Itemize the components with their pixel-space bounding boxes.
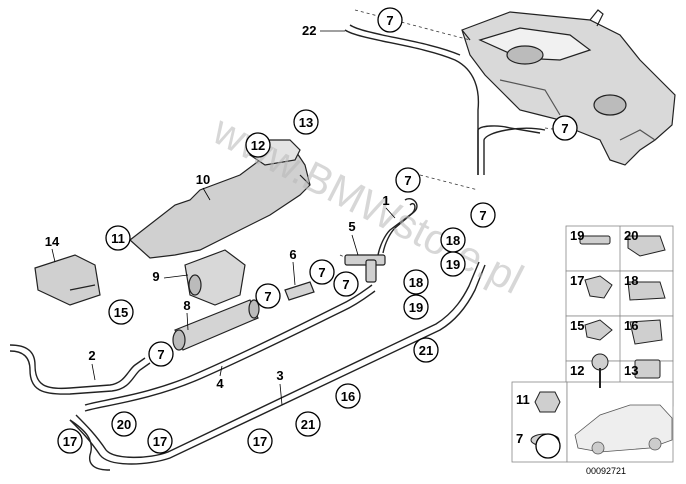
label-7-a: 7: [386, 13, 393, 28]
t-piece: [344, 254, 386, 283]
hose-17: [69, 419, 111, 471]
hose-6: [284, 281, 315, 301]
grid-label-7: 7: [516, 431, 523, 446]
pipe-2: [9, 344, 151, 395]
label-21-a: 21: [419, 343, 433, 358]
label-19-a: 19: [446, 257, 460, 272]
label-18-a: 18: [446, 233, 460, 248]
label-7-g: 7: [264, 289, 271, 304]
filter-housing: [184, 249, 246, 306]
pipe-1: [377, 198, 418, 256]
label-21-b: 21: [301, 417, 315, 432]
label-2: 2: [88, 348, 95, 363]
label-16: 16: [341, 389, 355, 404]
label-3: 3: [276, 368, 283, 383]
fuel-tank: [461, 9, 676, 166]
pipe-3: [69, 261, 486, 465]
label-13: 13: [299, 115, 313, 130]
label-4: 4: [216, 376, 224, 391]
label-7-e: 7: [318, 265, 325, 280]
grid-label-18: 18: [624, 273, 638, 288]
label-15: 15: [114, 305, 128, 320]
label-14: 14: [45, 234, 60, 249]
bracket: [34, 254, 101, 306]
label-7-h: 7: [157, 347, 164, 362]
label-7-b: 7: [561, 121, 568, 136]
label-leaders: [51, 30, 396, 406]
grid-label-15: 15: [570, 318, 584, 333]
label-12: 12: [251, 138, 265, 153]
label-11: 11: [111, 231, 125, 246]
grid-label-19: 19: [570, 228, 584, 243]
car-icon: [574, 404, 673, 455]
grid-label-16: 16: [624, 318, 638, 333]
label-20: 20: [117, 417, 131, 432]
reference-code: 00092721: [586, 466, 626, 476]
grid-label-13: 13: [624, 363, 638, 378]
grid-label-20: 20: [624, 228, 638, 243]
label-7-c: 7: [404, 173, 411, 188]
label-17-b: 17: [153, 434, 167, 449]
label-6: 6: [289, 247, 296, 262]
label-18-b: 18: [409, 275, 423, 290]
label-22: 22: [302, 23, 316, 38]
label-8: 8: [183, 298, 190, 313]
callouts: [57, 7, 578, 459]
label-7-f: 7: [342, 277, 349, 292]
hose-8: [172, 299, 260, 351]
grid-label-11: 11: [516, 392, 530, 407]
grid-label-17: 17: [570, 273, 584, 288]
label-10: 10: [196, 172, 210, 187]
label-9: 9: [152, 269, 159, 284]
label-7-d: 7: [479, 208, 486, 223]
label-1: 1: [382, 193, 389, 208]
grid-label-12: 12: [570, 363, 584, 378]
label-17-a: 17: [63, 434, 77, 449]
pipe-4: [84, 284, 376, 412]
label-17-c: 17: [253, 434, 267, 449]
label-19-b: 19: [409, 300, 423, 315]
tank-vent-lines: [344, 24, 546, 175]
callout-labels: 22 7 7 7 7 7 7 7 7 12 13 10 11 1 5 6 9 8…: [45, 13, 569, 449]
grid-labels: 19 20 17 18 15 16 12 13 11 7: [516, 228, 638, 446]
label-5: 5: [348, 219, 355, 234]
